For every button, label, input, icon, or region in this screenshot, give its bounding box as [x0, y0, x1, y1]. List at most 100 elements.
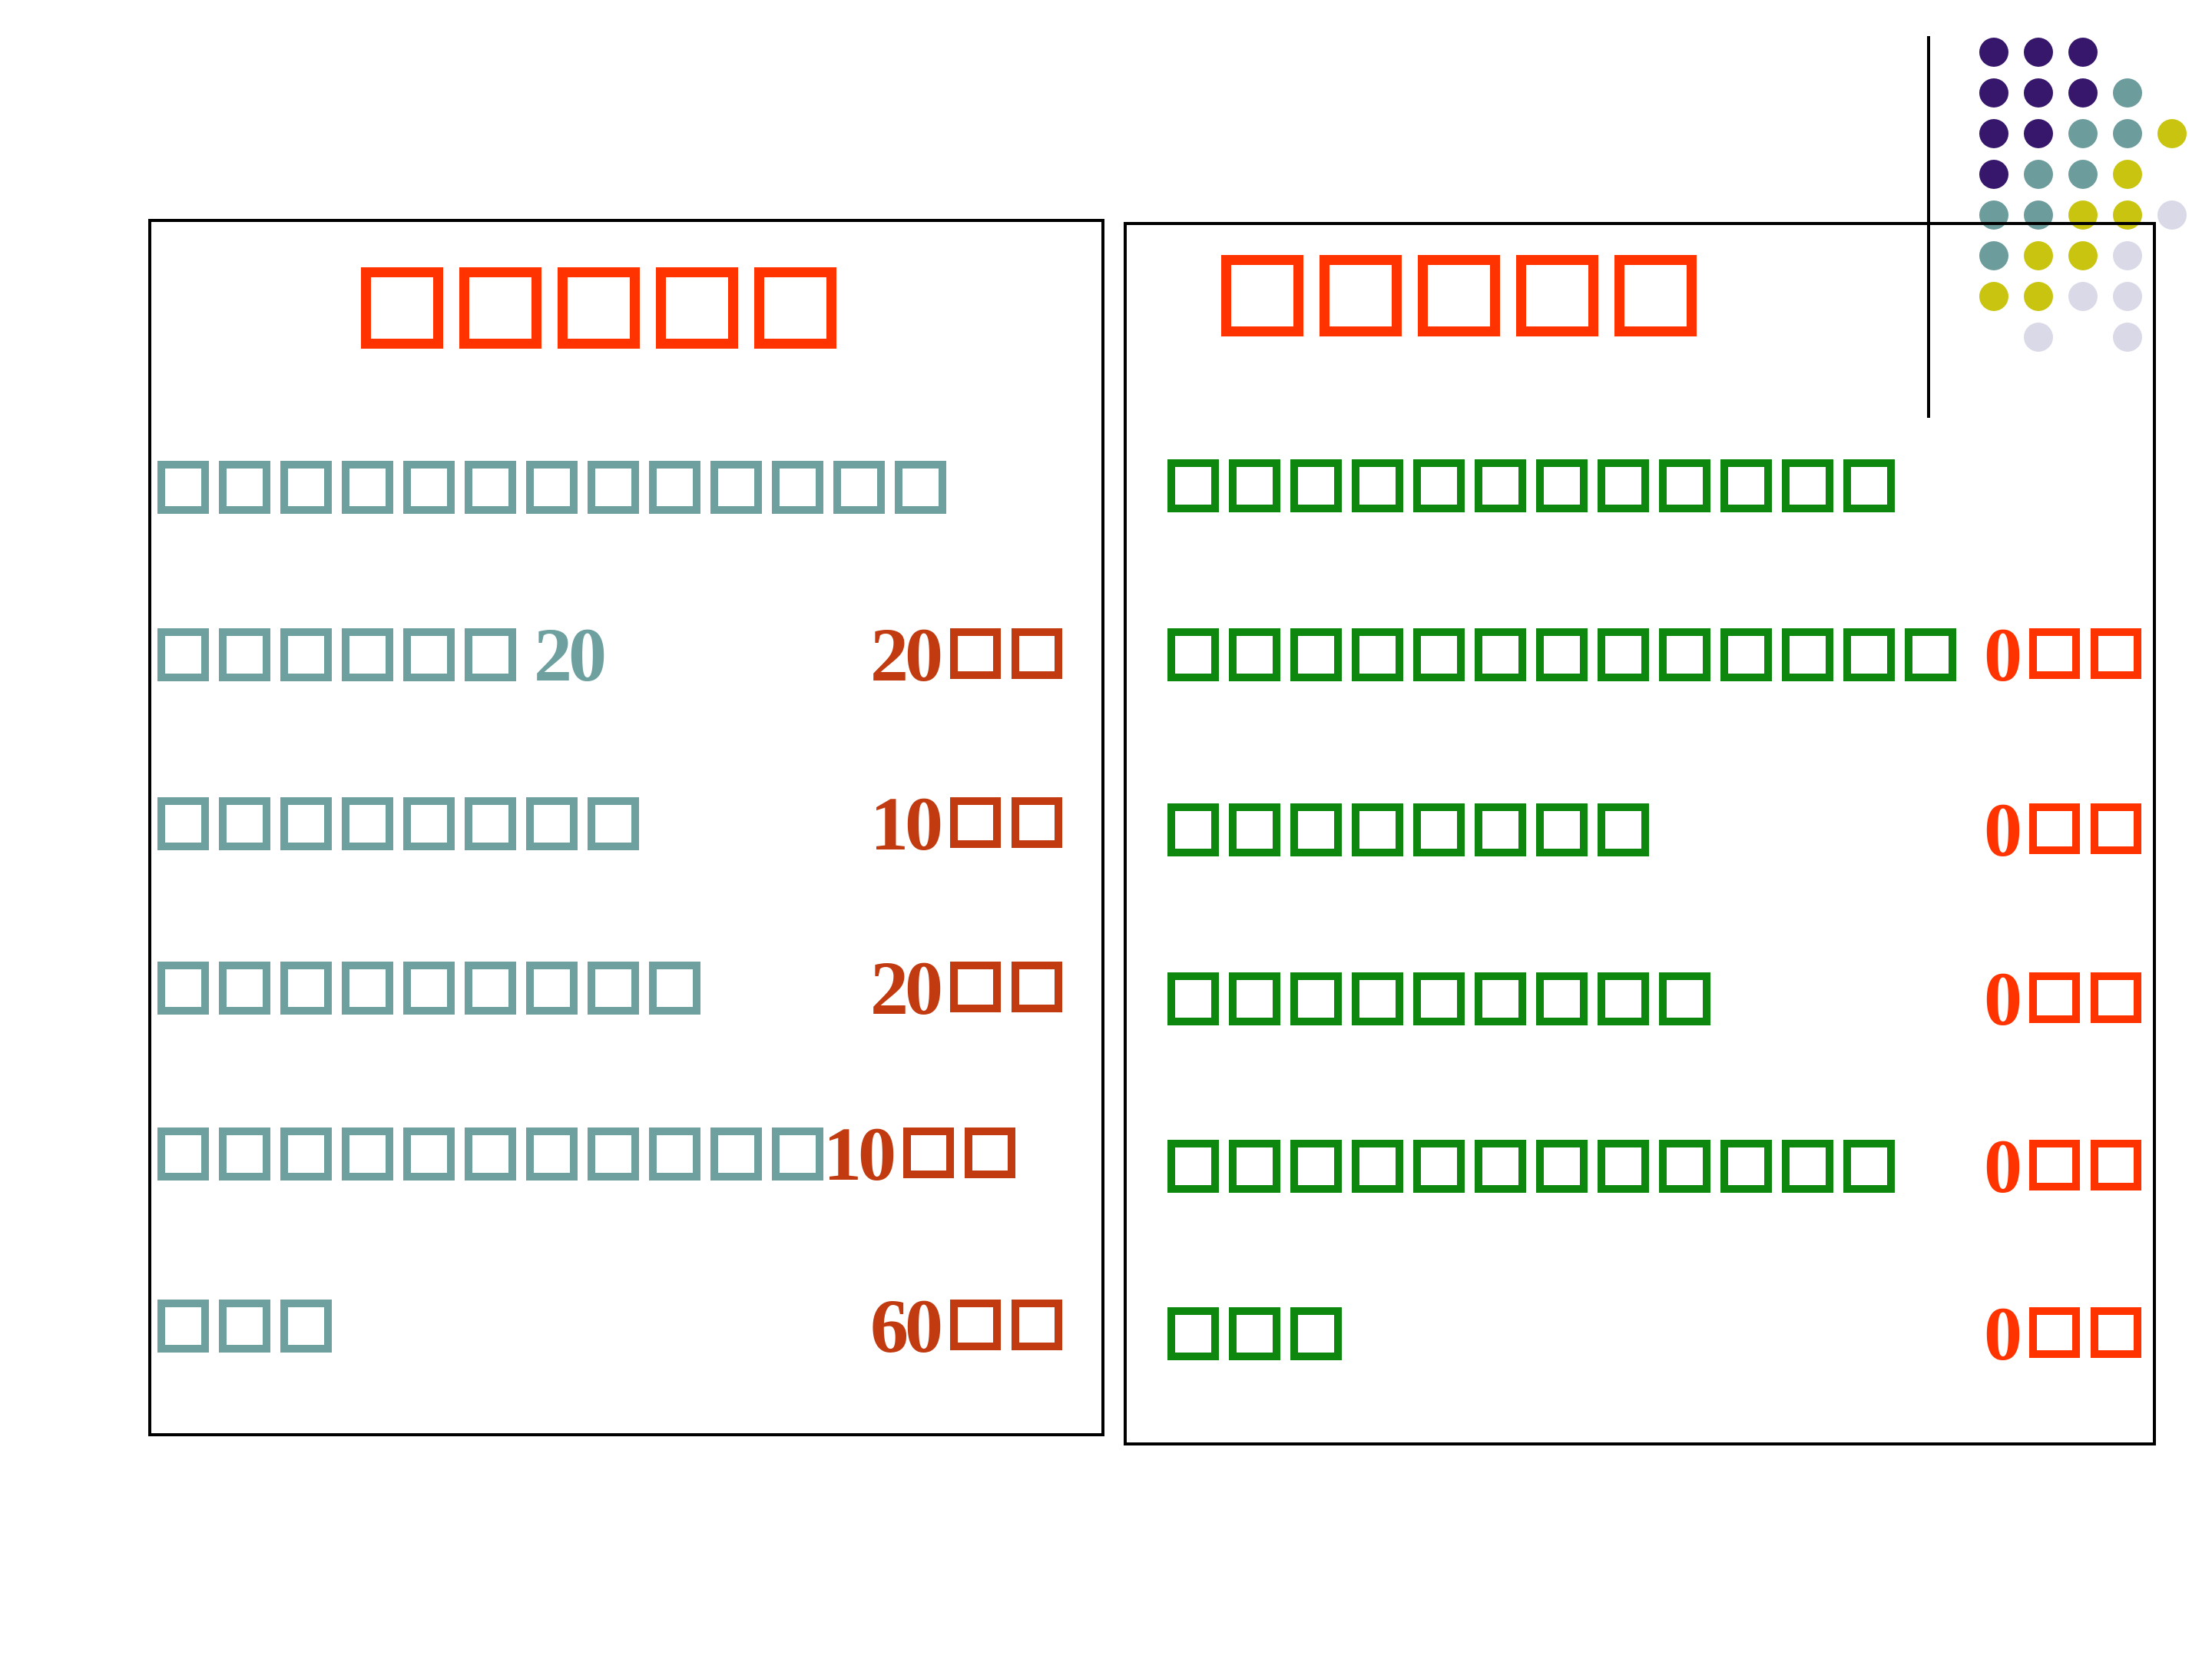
tofu-box [1782, 1140, 1833, 1193]
text-box-group [157, 1300, 332, 1353]
tofu-box [1012, 628, 1062, 679]
decorative-dot [2024, 160, 2053, 189]
price-number: 0 [1984, 1124, 2022, 1209]
tofu-box [1536, 1140, 1588, 1193]
tofu-box [1659, 459, 1710, 512]
tofu-box [2091, 972, 2141, 1023]
tofu-box [361, 267, 443, 349]
price-group: 0 [1984, 961, 2141, 1038]
decorative-dot [2024, 38, 2053, 67]
left_panel-line-1 [157, 461, 1062, 514]
decorative-dot [2113, 160, 2142, 189]
tofu-box [219, 628, 270, 681]
tofu-box [1352, 628, 1403, 681]
tofu-box [1167, 1140, 1219, 1193]
tofu-box [649, 962, 700, 1015]
tofu-box [1012, 962, 1062, 1012]
decorative-dot [1979, 160, 2008, 189]
tofu-box [965, 1128, 1015, 1178]
decorative-dot [2068, 119, 2098, 148]
price-number: 0 [1984, 1291, 2022, 1376]
tofu-box [1614, 255, 1697, 336]
tofu-box [465, 628, 516, 681]
price-number: 0 [1984, 612, 2022, 697]
tofu-box [1413, 459, 1465, 512]
tofu-box [157, 628, 209, 681]
price-number: 60 [870, 1283, 943, 1369]
tofu-box [588, 962, 639, 1015]
tofu-box [2029, 1307, 2080, 1358]
tofu-box [1229, 1140, 1280, 1193]
tofu-box [1352, 972, 1403, 1025]
tofu-box [1352, 459, 1403, 512]
left_panel-line-4: 20 [157, 945, 1062, 1031]
tofu-box [2029, 1140, 2080, 1190]
tofu-box [950, 628, 1001, 679]
decorative-dot [2024, 119, 2053, 148]
tofu-box [526, 962, 578, 1015]
tofu-box [157, 1300, 209, 1353]
tofu-box [2091, 1140, 2141, 1190]
tofu-box [1221, 255, 1303, 336]
tofu-box [1167, 1307, 1219, 1360]
tofu-box [1843, 1140, 1895, 1193]
tofu-box [1229, 459, 1280, 512]
right_panel-line-2: 0 [1167, 612, 2141, 697]
tofu-box [1290, 628, 1342, 681]
tofu-box [1320, 255, 1402, 336]
tofu-box [1167, 628, 1219, 681]
tofu-box [588, 461, 639, 514]
tofu-box [2091, 803, 2141, 854]
decorative-dot [2024, 282, 2053, 311]
decorative-dot [2157, 119, 2187, 148]
tofu-box [219, 962, 270, 1015]
tofu-box [465, 962, 516, 1015]
tofu-box [1229, 628, 1280, 681]
tofu-box [2029, 803, 2080, 854]
tofu-box [219, 1300, 270, 1353]
tofu-box [1352, 1140, 1403, 1193]
tofu-box [1229, 1307, 1280, 1360]
tofu-box [342, 962, 393, 1015]
right-panel: 0 0 0 0 0 [1124, 222, 2156, 1445]
text-box-group [1167, 1307, 1342, 1360]
text-box-group [1167, 1140, 1895, 1193]
tofu-box [1418, 255, 1500, 336]
tofu-box [1413, 972, 1465, 1025]
decorative-dot [2024, 323, 2053, 352]
inline-number: 20 [534, 612, 607, 697]
decorative-dot [1979, 78, 2008, 108]
left_panel-line-5: 10 [157, 1116, 1062, 1193]
tofu-box [1290, 972, 1342, 1025]
tofu-box [1598, 459, 1649, 512]
tofu-box [1290, 459, 1342, 512]
right_panel-line-1 [1167, 459, 2141, 512]
tofu-box [280, 797, 332, 850]
tofu-box [1598, 628, 1649, 681]
price-group: 10 [823, 1116, 1015, 1193]
price-number: 0 [1984, 787, 2022, 873]
tofu-box [403, 628, 455, 681]
price-number: 20 [870, 945, 943, 1031]
tofu-box [656, 267, 738, 349]
tofu-box [459, 267, 541, 349]
decorative-dot [2068, 282, 2098, 311]
tofu-box [1475, 1140, 1526, 1193]
left_panel-line-3: 10 [157, 786, 1062, 863]
tofu-box [710, 461, 762, 514]
tofu-box [1720, 459, 1772, 512]
tofu-box [710, 1128, 762, 1181]
tofu-box [157, 962, 209, 1015]
tofu-box [1167, 803, 1219, 856]
text-box-group [1167, 459, 1895, 512]
tofu-box [219, 461, 270, 514]
decorative-dot [1979, 241, 2008, 270]
tofu-box [465, 797, 516, 850]
tofu-box [588, 797, 639, 850]
tofu-box [558, 267, 640, 349]
decorative-dot [2068, 38, 2098, 67]
tofu-box [649, 461, 700, 514]
tofu-box [2029, 628, 2080, 679]
